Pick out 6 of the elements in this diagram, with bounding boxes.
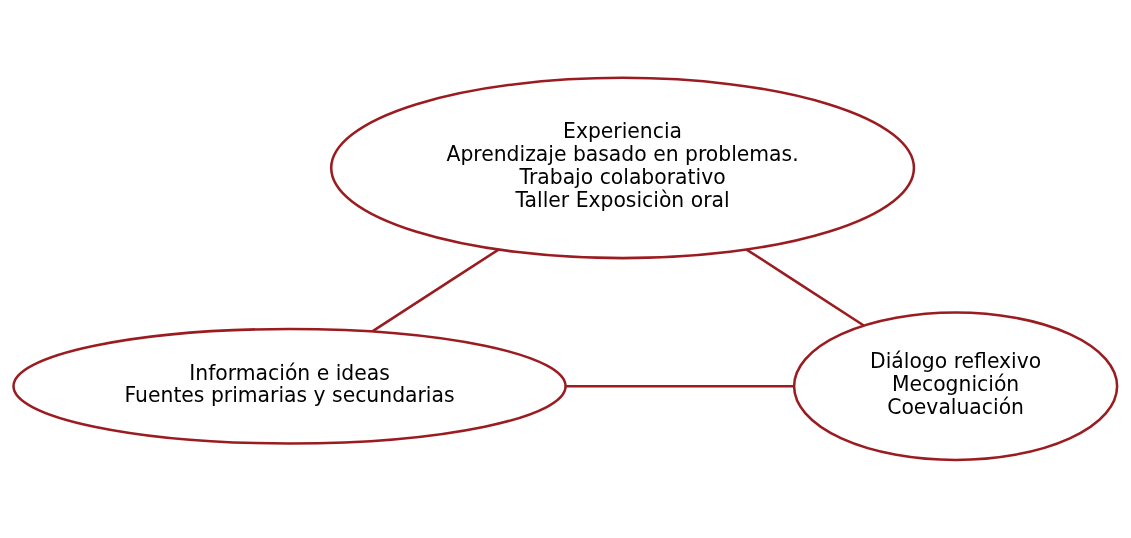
node-ellipse: Experiencia Aprendizaje basado en problemas. Trabajo colaborativo Taller Exposiciòn oral (329, 76, 916, 260)
node-ellipse: Información e ideas Fuentes primarias y secundarias (12, 327, 567, 445)
connector (372, 248, 500, 333)
connector (565, 384, 794, 388)
node-ellipse: Diálogo reflexivo Mecognición Coevaluación (792, 311, 1119, 462)
connector (745, 248, 865, 327)
